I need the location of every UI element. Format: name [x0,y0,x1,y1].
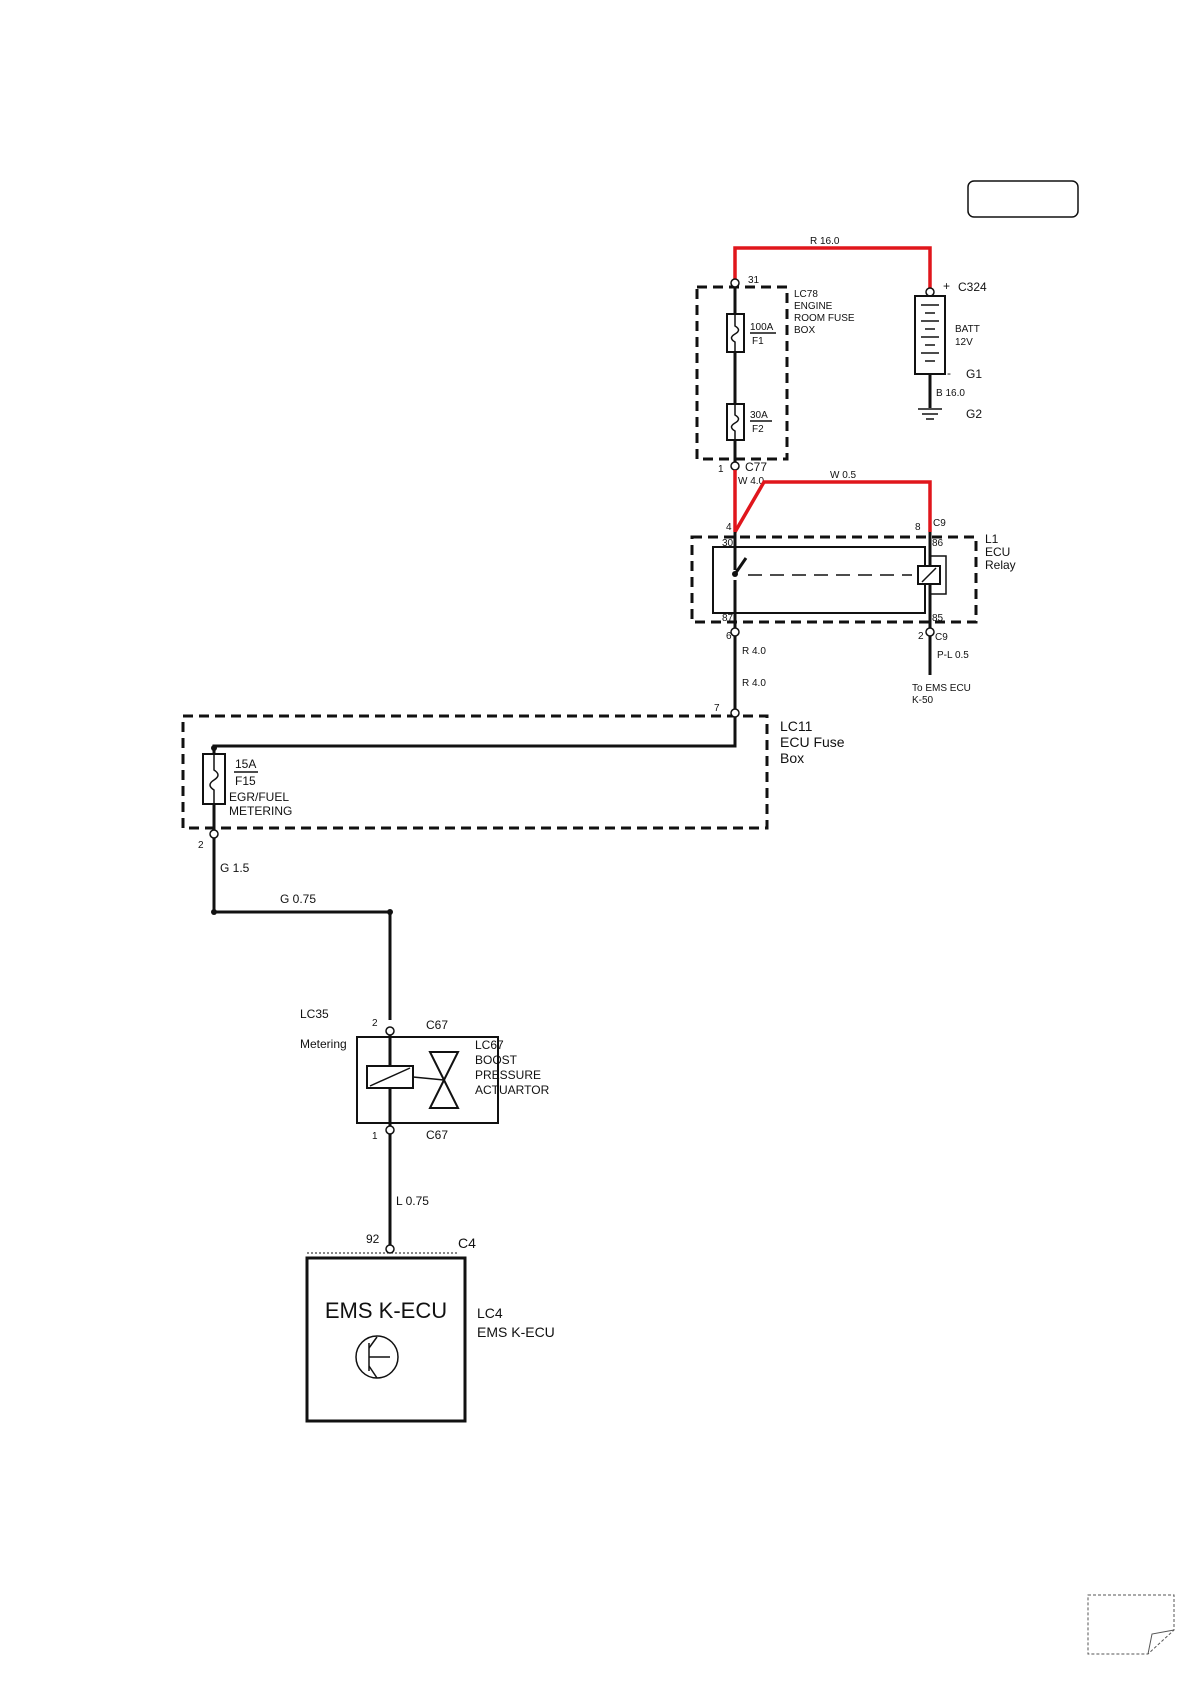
act-line2: BOOST [475,1053,518,1067]
wire-w05 [733,480,932,533]
relay-pin4: 4 [726,522,732,533]
splice-name: Metering [300,1037,347,1051]
wire-w05-label: W 0.5 [830,470,857,481]
efb-pin-out: 1 [718,464,724,475]
act-wire-out: L 0.75 [396,1194,429,1208]
fuse-f2-id: F2 [752,424,764,435]
efb2-line1: LC11 [780,718,813,734]
efb-connector-out: C77 [745,460,767,474]
ecu-connector: C4 [458,1235,476,1251]
page-corner-icon [1087,1594,1175,1655]
efb-line2: ENGINE [794,301,833,312]
ecu-relay-body [712,546,926,614]
fuse-f2-rating: 30A [750,410,768,421]
relay-term85: 85 [932,613,944,624]
efb-wire-out: W 4.0 [738,476,765,487]
efb2-line2: ECU Fuse [780,734,845,750]
battery-pos-sign: + [943,279,950,293]
wire-r16 [733,246,932,290]
relay-switch-icon [732,532,748,630]
efb2-wire-in: R 4.0 [742,678,766,689]
efb2-pin-in: 7 [714,703,720,714]
ecu-relay-box [690,535,978,624]
efb2-pin-out: 2 [198,840,204,851]
efb-line1: LC78 [794,289,818,300]
ecu-pin: 92 [366,1232,380,1246]
relay-term87: 87 [722,613,734,624]
efb-pin-in: 31 [748,275,760,286]
battery-connector: C324 [958,280,987,294]
fuse-f15-name1: EGR/FUEL [229,790,289,804]
efb-line3: ROOM FUSE [794,313,855,324]
relay-term86: 86 [932,538,944,549]
act-conn-top: C67 [426,1018,448,1032]
splice-label: LC35 [300,1007,329,1021]
battery-name: BATT [955,324,980,335]
battery-terminal-pos [925,287,935,297]
solenoid-icon [366,1065,414,1089]
relay-wire-out1: R 4.0 [742,646,766,657]
relay-coil-icon [917,532,947,630]
ecu-line1: LC4 [477,1305,503,1321]
relay-conn-bottom: C9 [935,632,948,643]
ems-ecu-box [305,1256,467,1423]
relay-pin8: 8 [915,522,921,533]
valve-icon [412,1051,460,1109]
act-pin-top: 2 [372,1018,378,1029]
ecu-fuse-box [181,714,769,830]
efb2-wire-out: G 1.5 [220,861,250,875]
act-conn-bottom: C67 [426,1128,448,1142]
efb-line4: BOX [794,325,815,336]
fuse-f1-icon [726,313,745,353]
ground-wire-label: B 16.0 [936,388,965,399]
fuse-f15-rating: 15A [235,757,256,771]
transistor-icon [355,1335,399,1379]
wire-r16-label: R 16.0 [810,236,840,247]
relay-term30: 30 [722,538,734,549]
battery [914,287,946,420]
battery-voltage: 12V [955,337,973,348]
relay-pin2: 2 [918,631,924,642]
wire-g075 [212,838,392,1020]
battery-neg-sign: - [947,366,951,380]
efb2-line3: Box [780,750,804,766]
relay-line1: L1 [985,532,999,546]
ground-g2: G2 [966,407,982,421]
fuse-f15-name2: METERING [229,804,292,818]
act-line3: PRESSURE [475,1068,541,1082]
fuse-f1-rating: 100A [750,322,774,333]
ecu-line2: EMS K-ECU [477,1324,555,1340]
fuse-f15-icon [202,753,226,805]
act-line4: ACTUARTOR [475,1083,550,1097]
act-pin-bottom: 1 [372,1131,378,1142]
relay-line2: ECU [985,545,1010,559]
fuse-f2-icon [726,403,745,441]
ems-ecu-title: EMS K-ECU [325,1298,447,1323]
battery-body [914,295,946,375]
ground-g1: G1 [966,367,982,381]
relay-to-2: K-50 [912,695,934,706]
relay-to-1: To EMS ECU [912,683,971,694]
fuse-f15-id: F15 [235,774,256,788]
wire-g075-label: G 0.75 [280,892,316,906]
fuse-f1-id: F1 [752,336,764,347]
relay-conn-top: C9 [933,518,946,529]
act-line1: LC67 [475,1038,504,1052]
relay-wire-pl: P-L 0.5 [937,650,969,661]
relay-line3: Relay [985,558,1016,572]
ground-icon [918,408,942,420]
engine-fuse-box [695,285,789,461]
relay-pin6: 6 [726,631,732,642]
page-label-box [967,180,1079,218]
